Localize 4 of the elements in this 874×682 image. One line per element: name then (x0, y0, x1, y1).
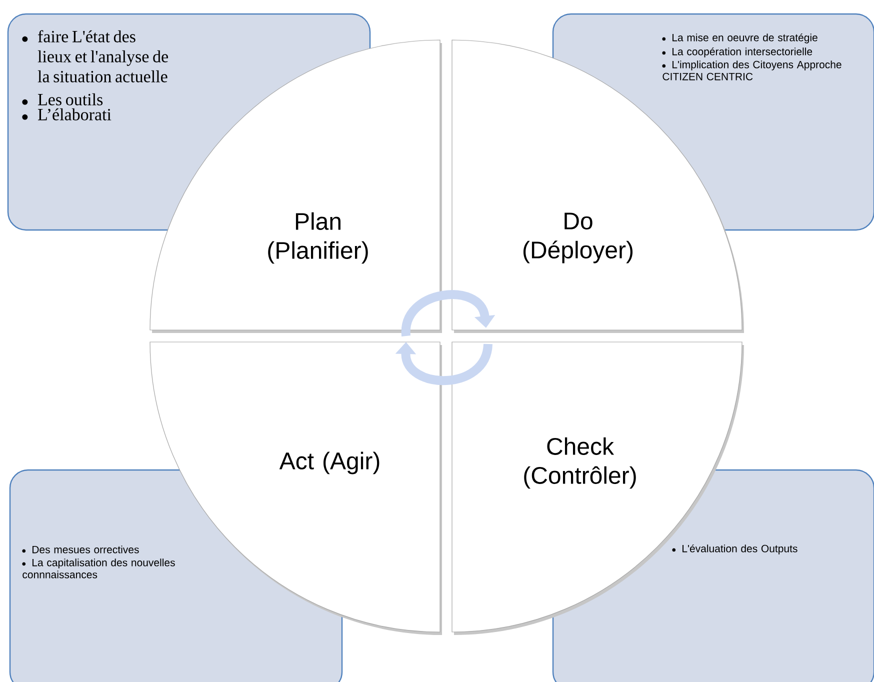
bullet-item: Les outils (22, 93, 103, 106)
bullet-item: Des mesues orrectives (22, 546, 139, 554)
cycle-arrow (402, 290, 496, 336)
bullet-item: L’élaborati (22, 108, 112, 120)
